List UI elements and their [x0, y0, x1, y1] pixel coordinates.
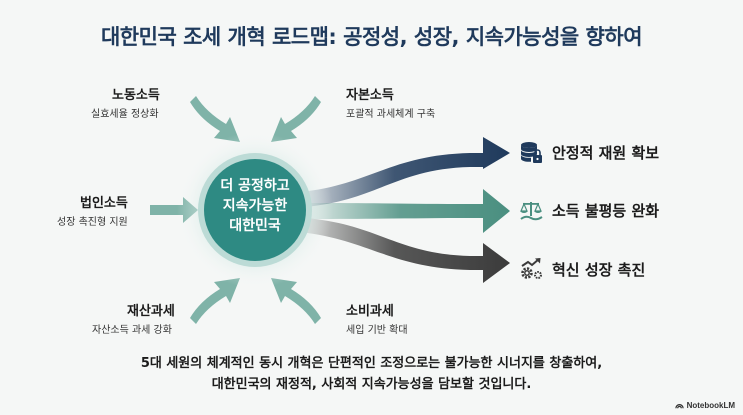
conclusion-line: 5대 세원의 체계적인 동시 개혁은 단편적인 조정으로는 불가능한 시너지를 …	[140, 356, 603, 371]
outcome-arrow-navy	[300, 137, 510, 207]
center-line: 지속가능한	[222, 198, 288, 214]
outcome-stable-revenue: 안정적 재원 확보	[518, 139, 659, 165]
source-labor-title: 노동소득	[112, 88, 160, 103]
inbound-arrow-consumption	[271, 278, 321, 324]
source-consumption-title: 소비과세	[346, 304, 394, 319]
outcome-label: 혁신 성장 촉진	[552, 260, 646, 279]
center-line: 더 공정하고	[220, 178, 290, 194]
outcome-arrow-dark	[300, 218, 510, 283]
center-line: 대한민국	[229, 218, 281, 234]
inbound-arrows	[150, 96, 321, 324]
conclusion-text: 5대 세원의 체계적인 동시 개혁은 단편적인 조정으로는 불가능한 시너지를 …	[0, 353, 743, 395]
conclusion-line: 대한민국의 재정적, 사회적 지속가능성을 담보할 것입니다.	[211, 377, 532, 392]
inbound-arrow-capital	[271, 96, 321, 142]
outcome-label: 소득 불평등 완화	[552, 201, 660, 220]
outcome-label: 안정적 재원 확보	[552, 143, 660, 162]
outcome-innovation-growth: 혁신 성장 촉진	[518, 256, 645, 282]
balance-scale-icon	[520, 202, 543, 221]
center-label: 더 공정하고 지속가능한 대한민국	[190, 176, 320, 236]
page-title: 대한민국 조세 개혁 로드맵: 공정성, 성장, 지속가능성을 향하여	[100, 25, 643, 49]
inbound-arrow-property	[190, 278, 240, 324]
source-consumption-subtitle: 세입 기반 확대	[346, 325, 408, 336]
source-corporate-title: 법인소득	[80, 196, 128, 211]
source-labor-subtitle: 실효세율 정상화	[91, 109, 159, 120]
source-capital-title: 자본소득	[346, 88, 394, 103]
growth-gear-icon	[521, 258, 542, 279]
notebooklm-logo: NotebookLM	[674, 401, 735, 410]
outcome-inequality-reduction: 소득 불평등 완화	[518, 197, 659, 223]
source-capital-subtitle: 포괄적 과세체계 구축	[346, 109, 436, 120]
source-property-subtitle: 자산소득 과세 강화	[92, 325, 172, 336]
logo-text: NotebookLM	[686, 401, 735, 410]
inbound-arrow-labor	[190, 96, 240, 142]
notebooklm-logo-icon	[674, 403, 684, 409]
source-corporate-subtitle: 성장 촉진형 지원	[57, 217, 128, 228]
center-circle	[204, 159, 306, 261]
outcome-arrow-teal	[310, 189, 510, 233]
source-property-title: 재산과세	[127, 304, 175, 319]
database-lock-icon	[521, 142, 542, 163]
